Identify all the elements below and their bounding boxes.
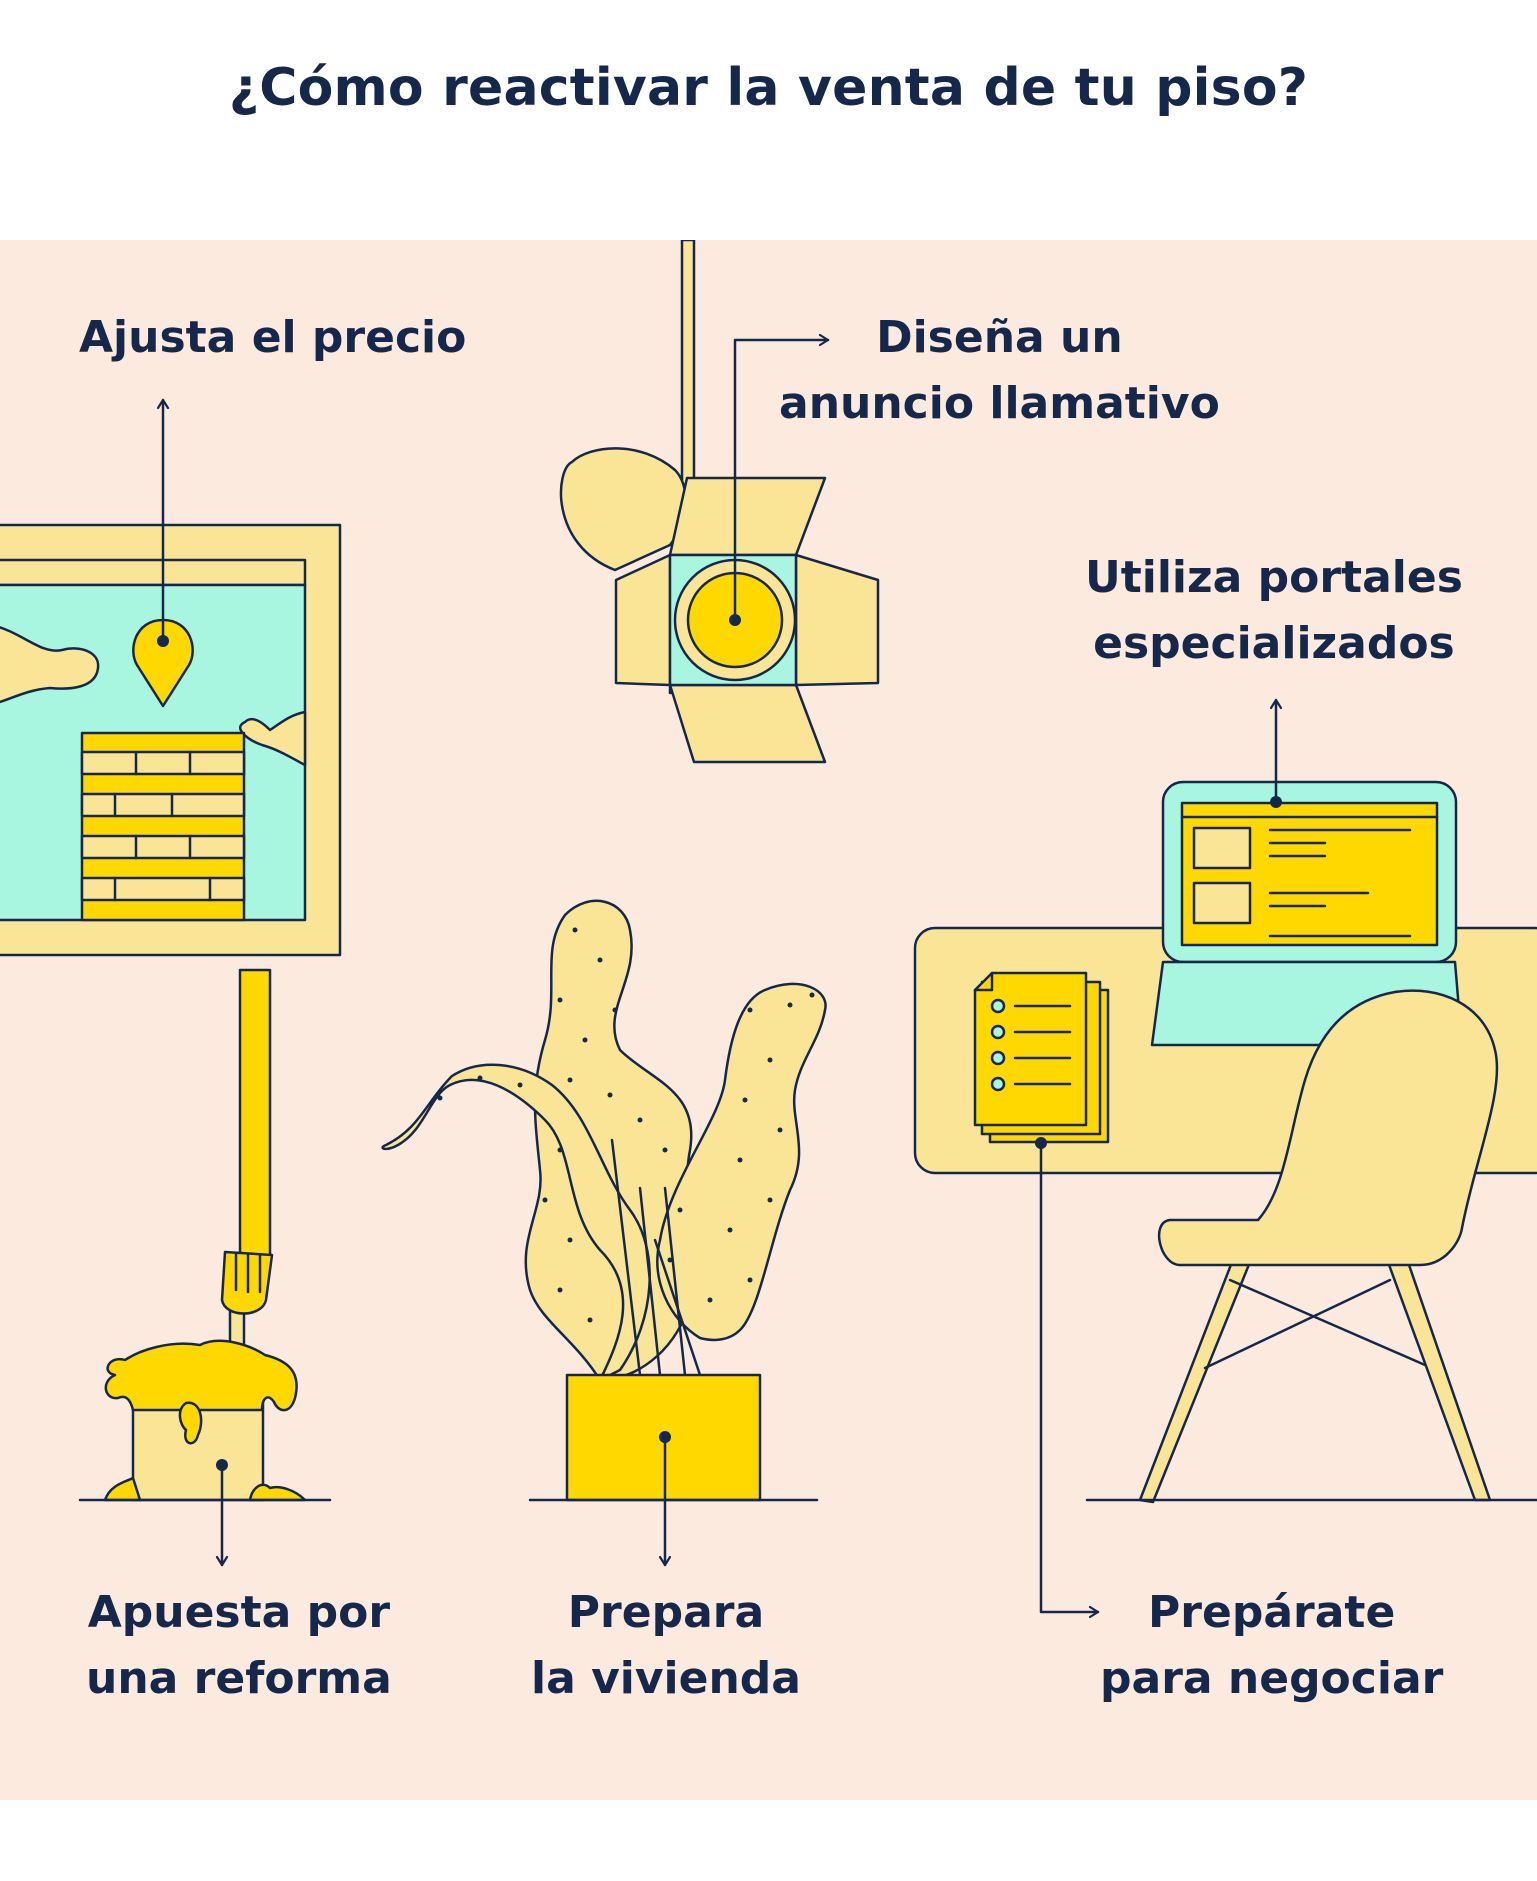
chair-icon (1138, 989, 1499, 1504)
tip-renovate: Apuesta por una reforma (86, 1587, 392, 1704)
tip-adjust-price: Ajusta el precio (79, 312, 467, 363)
tip-use-portals: Utiliza portales especializados (1085, 552, 1463, 669)
paint-bucket-icon (78, 1339, 332, 1567)
plant-icon (381, 899, 827, 1567)
page-title: ¿Cómo reactivar la venta de tu piso? (228, 58, 1309, 118)
spotlight-icon (559, 240, 880, 764)
tip-design-ad: Diseña un anuncio llamativo (779, 312, 1220, 429)
tip-prepare-home: Prepara la vivienda (531, 1587, 801, 1704)
document-stack-icon (973, 971, 1110, 1612)
framed-house-icon (0, 523, 342, 1262)
paint-brush-icon (220, 1250, 274, 1357)
location-pin-icon (132, 398, 194, 708)
plant-speckles (437, 927, 815, 1323)
tip-negotiate: Prepárate para negociar (1100, 1587, 1444, 1704)
